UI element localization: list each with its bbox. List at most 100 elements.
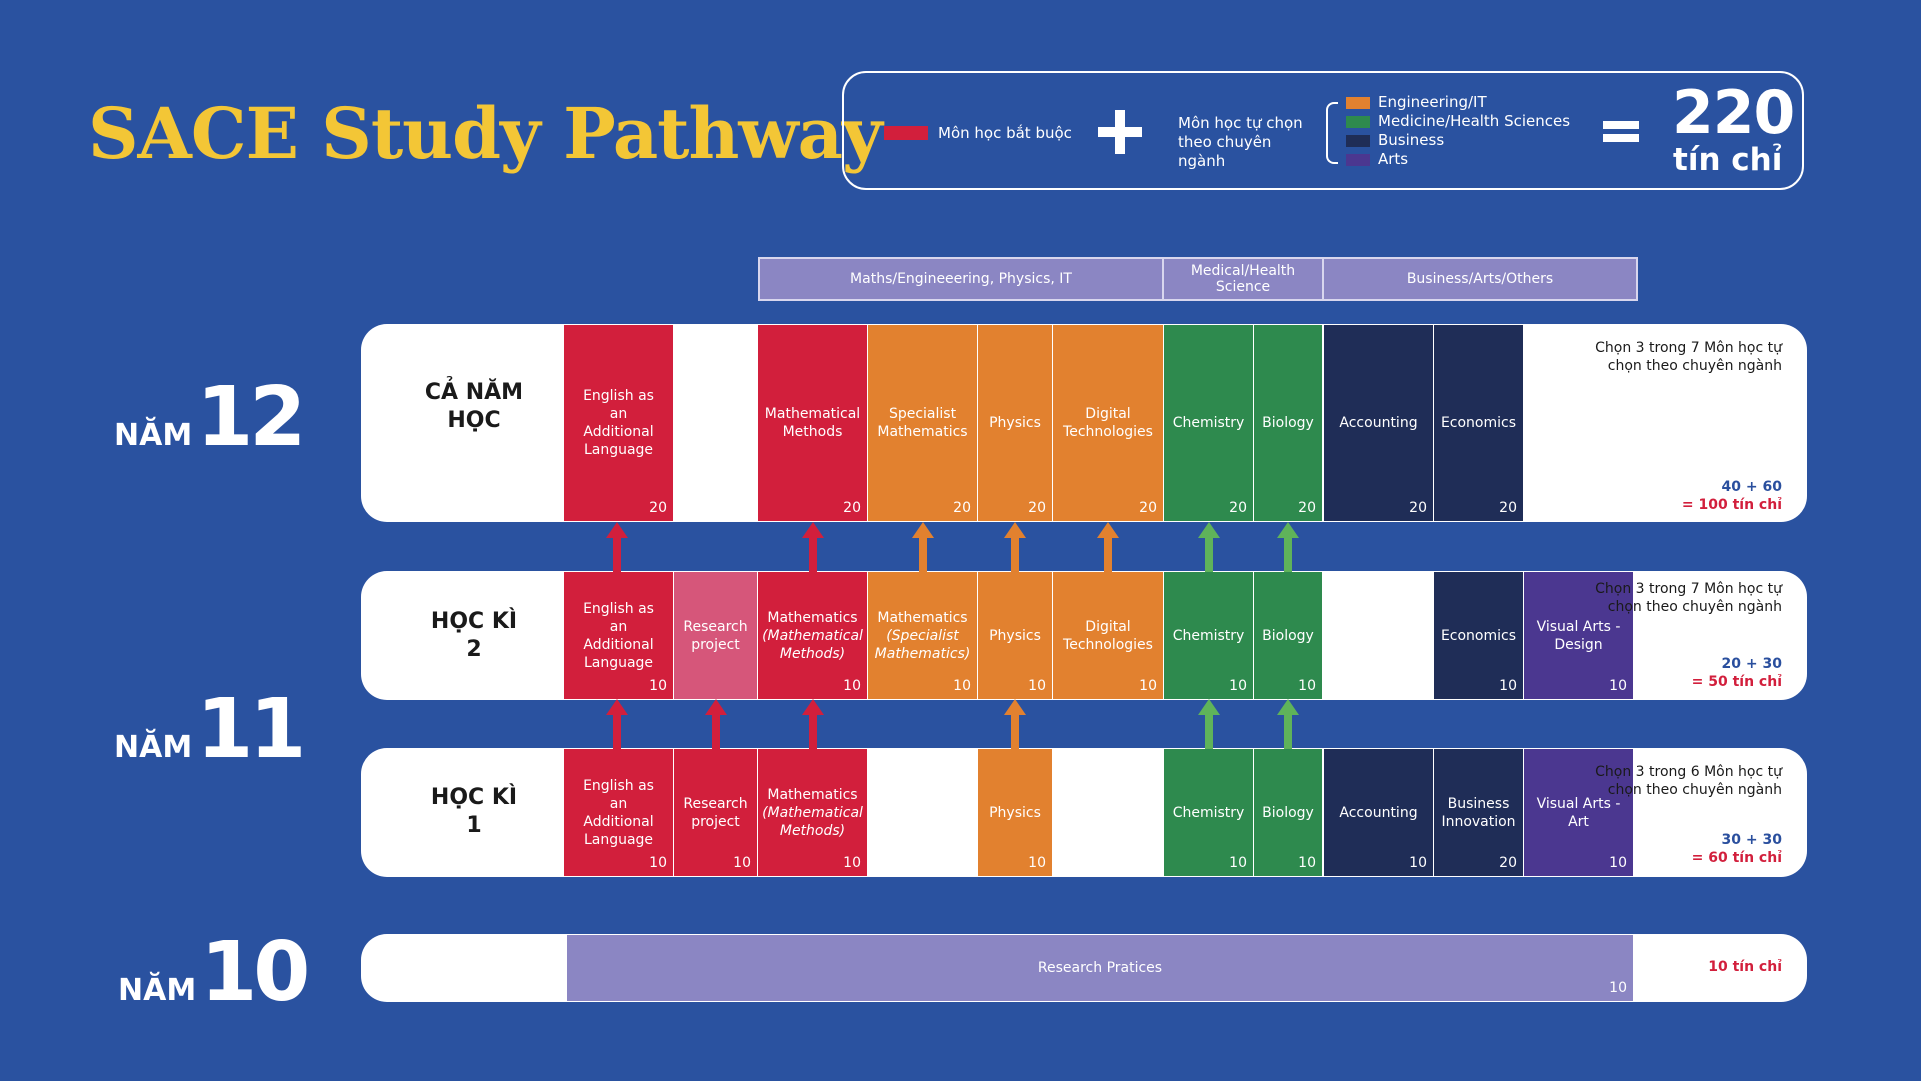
subject-name: Accounting — [1339, 415, 1418, 431]
year-11-number: 11 — [196, 682, 306, 777]
subject-name: Economics — [1440, 627, 1517, 644]
arrow-up-icon — [912, 522, 934, 572]
subject-name: Mathematics — [767, 786, 858, 803]
subject-credits: 10 — [649, 678, 667, 694]
subject-name: Mathematical Methods — [764, 406, 861, 440]
arrow-up-icon — [1004, 522, 1026, 572]
subject-credits: 10 — [1028, 855, 1046, 871]
equals-icon-top — [1603, 121, 1639, 129]
subject-cell: English as an Additional Language 20 — [564, 325, 673, 521]
subject-name: Biology — [1262, 627, 1314, 644]
subject-name: Mathematics — [877, 609, 968, 626]
year-11-label: NĂM 11 — [114, 682, 306, 777]
research-practices-cell: Research Pratices 10 — [567, 935, 1633, 1001]
subject-cell: Visual Arts - Design 10 — [1524, 572, 1633, 699]
subject-cell: Chemistry 10 — [1164, 572, 1253, 699]
subject-credits: 20 — [1499, 855, 1517, 871]
subject-cell: Research project 10 — [674, 749, 757, 876]
year-10-word: NĂM — [118, 973, 197, 1008]
row-total-semester2: = 50 tín chỉ — [1691, 674, 1782, 690]
subject-name: English as an Additional Language — [583, 777, 654, 848]
header-medical: Medical/Health Science — [1162, 257, 1324, 301]
header-maths-engineering: Maths/Engineeering, Physics, IT — [758, 257, 1164, 301]
subject-name: Research Pratices — [1037, 960, 1163, 976]
arrow-up-icon — [1097, 522, 1119, 572]
subject-credits: 20 — [843, 500, 861, 516]
year-12-number: 12 — [196, 370, 306, 465]
subject-credits: 20 — [1139, 500, 1157, 516]
year-10-label: NĂM 10 — [118, 925, 310, 1020]
subject-name: Economics — [1440, 415, 1517, 431]
subject-cell: Visual Arts - Art 10 — [1524, 749, 1633, 876]
subject-cell: Research project — [674, 572, 757, 699]
subject-cell: Biology 20 — [1254, 325, 1322, 521]
subject-name: Visual Arts - Design — [1536, 618, 1621, 653]
subject-cell: Digital Technologies 10 — [1053, 572, 1163, 699]
subject-cell: Business Innovation 20 — [1434, 749, 1523, 876]
total-credits-number: 220 — [1672, 78, 1795, 148]
subject-cell: English as an Additional Language 10 — [564, 572, 673, 699]
legend-arts-swatch — [1346, 154, 1370, 166]
subject-cell: Economics 10 — [1434, 572, 1523, 699]
row-note-year12: Chọn 3 trong 7 Môn học tự chọn theo chuy… — [1595, 340, 1782, 374]
subject-name: Research project — [683, 618, 748, 653]
legend-compulsory-swatch — [884, 126, 928, 140]
year-12-label: NĂM 12 — [114, 370, 306, 465]
row-sum-semester1: 30 + 30 — [1721, 832, 1782, 848]
total-credits-unit: tín chỉ — [1673, 142, 1783, 178]
row-note-semester1: Chọn 3 trong 6 Môn học tự chọn theo chuy… — [1595, 764, 1782, 798]
arrow-up-icon — [1004, 699, 1026, 749]
subject-name: Digital Technologies — [1063, 618, 1153, 653]
legend-elective-label: Môn học tự chọn theo chuyên ngành — [1178, 114, 1303, 170]
arrow-up-icon — [606, 699, 628, 749]
subject-credits: 10 — [1609, 980, 1627, 996]
subject-name: Chemistry — [1172, 415, 1245, 431]
subject-name: Research project — [683, 795, 748, 830]
subject-credits: 10 — [649, 855, 667, 871]
subject-name: Digital Technologies — [1063, 406, 1153, 440]
legend-engineering-label: Engineering/IT — [1378, 93, 1487, 111]
subject-cell: Biology 10 — [1254, 749, 1322, 876]
subject-name: English as an Additional Language — [583, 600, 654, 671]
arrow-up-icon — [1277, 699, 1299, 749]
subject-name: Business Innovation — [1441, 795, 1516, 830]
subject-name: Visual Arts - Art — [1536, 795, 1621, 830]
subject-cell: Mathematical Methods 20 — [758, 325, 867, 521]
subject-credits: 10 — [733, 855, 751, 871]
subject-credits: 20 — [953, 500, 971, 516]
subject-credits: 10 — [1609, 678, 1627, 694]
subject-credits: 10 — [1298, 678, 1316, 694]
subject-credits: 10 — [1139, 678, 1157, 694]
arrow-up-icon — [1198, 522, 1220, 572]
subject-credits: 10 — [1298, 855, 1316, 871]
subject-name: Biology — [1262, 415, 1314, 431]
row-total-year10: 10 tín chỉ — [1708, 959, 1782, 975]
row-total-year12: = 100 tín chỉ — [1681, 497, 1782, 513]
subject-cell: Chemistry 10 — [1164, 749, 1253, 876]
arrow-up-icon — [802, 522, 824, 572]
subject-name: Physics — [989, 804, 1041, 821]
year-10-number: 10 — [200, 925, 310, 1020]
subject-credits: 10 — [953, 678, 971, 694]
subject-cell: Accounting 20 — [1324, 325, 1433, 521]
subject-name: Mathematics — [767, 609, 858, 626]
subject-cell: Physics 10 — [978, 749, 1052, 876]
legend-arts-label: Arts — [1378, 150, 1409, 168]
subject-credits: 20 — [1409, 500, 1427, 516]
subject-cell: Biology 10 — [1254, 572, 1322, 699]
subject-subname: (Mathematical Methods) — [762, 627, 863, 662]
arrow-up-icon — [1198, 699, 1220, 749]
legend-business-label: Business — [1378, 131, 1445, 149]
arrow-up-icon — [705, 699, 727, 749]
row-label-year12: CẢ NĂM HỌC — [424, 380, 524, 433]
subject-credits: 20 — [1028, 500, 1046, 516]
legend-engineering-swatch — [1346, 97, 1370, 109]
row-sum-year12: 40 + 60 — [1721, 479, 1782, 495]
legend-box — [842, 71, 1804, 190]
subject-credits: 10 — [843, 855, 861, 871]
subject-credits: 10 — [1409, 855, 1427, 871]
subject-name: Physics — [989, 415, 1041, 431]
subject-credits: 20 — [1499, 500, 1517, 516]
legend-business-swatch — [1346, 135, 1370, 147]
subject-credits: 10 — [843, 678, 861, 694]
